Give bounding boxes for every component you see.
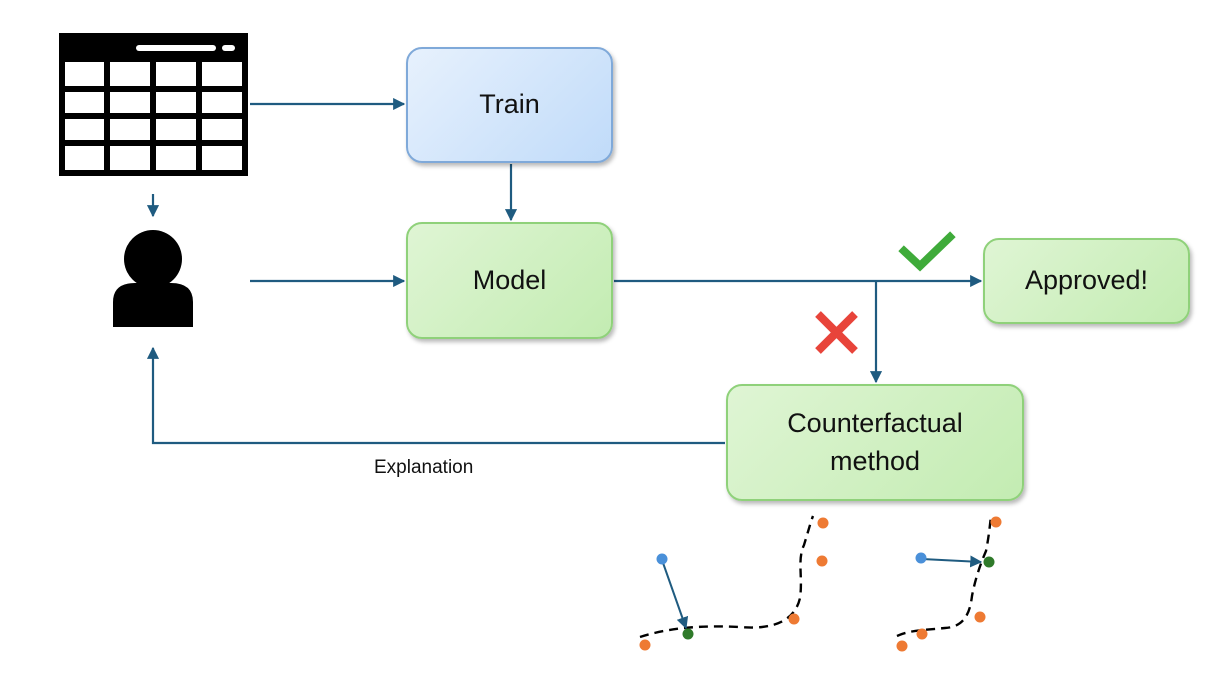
decision-boundary bbox=[896, 515, 993, 638]
approved-node: Approved! bbox=[983, 238, 1190, 324]
train-node: Train bbox=[406, 47, 613, 163]
person-icon bbox=[113, 230, 193, 327]
cross-icon bbox=[815, 311, 858, 354]
explanation-label: Explanation bbox=[374, 457, 474, 478]
model-label: Model bbox=[472, 264, 547, 295]
model-node: Model bbox=[406, 222, 613, 339]
data-point bbox=[896, 640, 908, 652]
counterfactual-illustration-1 bbox=[639, 515, 829, 651]
approved-label: Approved! bbox=[1024, 265, 1149, 296]
counterfactual-arrow bbox=[661, 559, 689, 630]
data-point bbox=[788, 613, 800, 625]
data-point bbox=[916, 628, 928, 640]
train-label: Train bbox=[479, 89, 540, 120]
data-point bbox=[816, 555, 828, 567]
query-point bbox=[656, 553, 668, 565]
data-point bbox=[990, 516, 1002, 528]
data-point bbox=[817, 517, 829, 529]
arrow-counterfactual-to-user bbox=[146, 346, 725, 445]
counterfactual-point bbox=[682, 628, 694, 640]
counterfactual-label: Counterfactual method bbox=[787, 408, 963, 476]
data-point bbox=[974, 611, 986, 623]
counterfactual-illustration-2 bbox=[896, 515, 1002, 652]
decision-boundary bbox=[639, 515, 815, 639]
counterfactual-method-node: Counterfactual method bbox=[726, 384, 1024, 501]
counterfactual-point bbox=[983, 556, 995, 568]
table-icon bbox=[59, 33, 248, 176]
counterfactual-arrow bbox=[921, 555, 983, 568]
checkmark-icon bbox=[898, 231, 956, 272]
data-point bbox=[639, 639, 651, 651]
query-point bbox=[915, 552, 927, 564]
